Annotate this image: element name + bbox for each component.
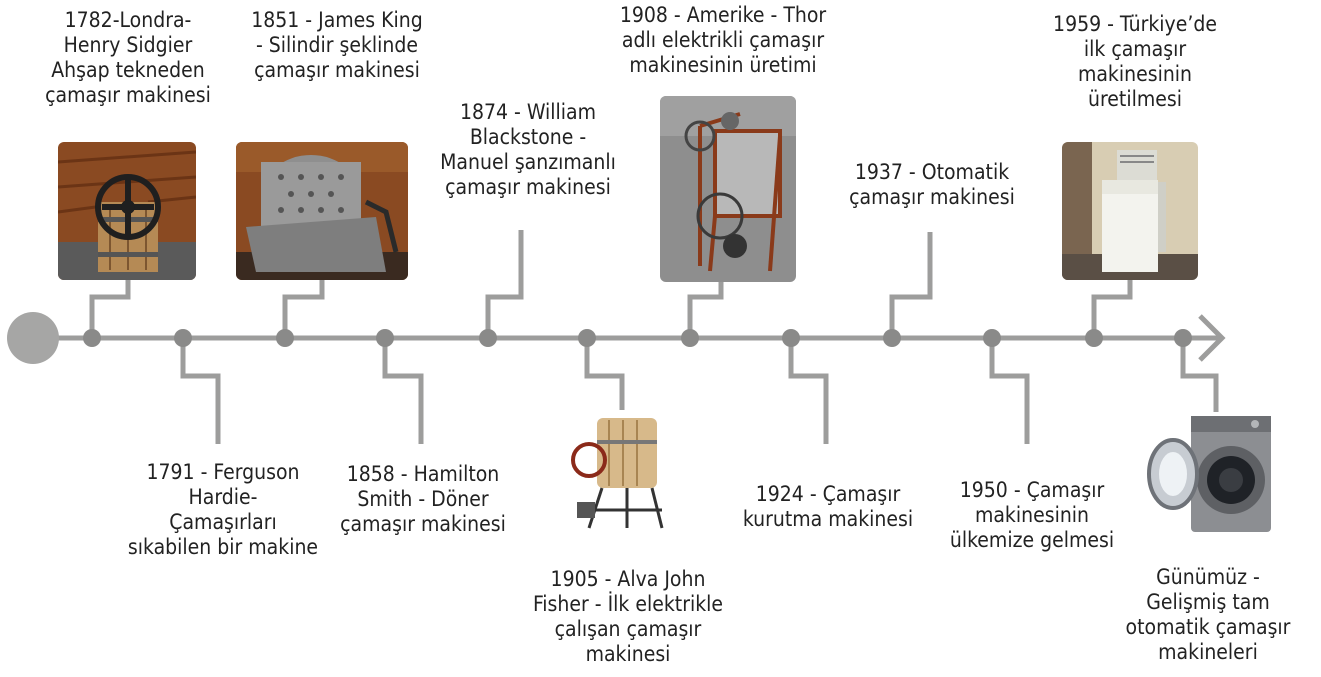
connector-1924	[788, 340, 829, 444]
thor-washer-icon	[660, 96, 796, 282]
modern-front-loader-icon	[1143, 412, 1273, 536]
label-1959: 1959 - Türkiye’de ilk çamaşır makinesini…	[1053, 12, 1217, 111]
node-1874	[479, 329, 497, 347]
connector-1937	[889, 232, 933, 336]
label-now: Günümüz - Gelişmiş tam otomatik çamaşır …	[1125, 565, 1291, 664]
top-loader-washer-icon	[1062, 142, 1198, 280]
timeline-arrowhead	[1198, 314, 1226, 362]
node-1905	[578, 329, 596, 347]
node-1908	[681, 329, 699, 347]
label-1908: 1908 - Amerike - Thor adlı elektrikli ça…	[619, 3, 827, 77]
connector-1959	[1091, 280, 1133, 336]
label-1937: 1937 - Otomatik çamaşır makinesi	[849, 160, 1015, 209]
label-1858: 1858 - Hamilton Smith - Döner çamaşır ma…	[340, 462, 506, 536]
node-1950	[983, 329, 1001, 347]
node-1858	[376, 329, 394, 347]
connector-1851	[282, 280, 325, 336]
connector-1908	[687, 280, 724, 336]
label-1851: 1851 - James King - Silindir şeklinde ça…	[251, 8, 423, 82]
node-1782	[83, 329, 101, 347]
label-1905: 1905 - Alva John Fisher - İlk elektrikle…	[532, 567, 724, 666]
connector-now	[1180, 340, 1219, 412]
metal-drum-washer-icon	[236, 142, 408, 280]
node-1924	[782, 329, 800, 347]
connector-1782	[89, 280, 131, 336]
timeline-start-circle	[7, 312, 59, 364]
node-now	[1174, 329, 1192, 347]
node-1791	[174, 329, 192, 347]
node-1959	[1085, 329, 1103, 347]
wooden-washtub-icon	[58, 142, 196, 280]
label-1924: 1924 - Çamaşır kurutma makinesi	[742, 482, 914, 531]
connector-1791	[180, 340, 221, 444]
label-1791: 1791 - Ferguson Hardie- Çamaşırları sıka…	[127, 460, 319, 559]
connector-1905	[584, 340, 625, 412]
label-1782: 1782-Londra- Henry Sidgier Ahşap teknede…	[45, 8, 211, 107]
connector-1874	[485, 230, 524, 336]
label-1950: 1950 - Çamaşır makinesinin ülkemize gelm…	[949, 478, 1115, 552]
node-1937	[883, 329, 901, 347]
node-1851	[276, 329, 294, 347]
connector-1858	[382, 340, 424, 444]
connector-1950	[989, 340, 1030, 444]
electric-drum-washer-icon	[567, 410, 671, 534]
label-1874: 1874 - William Blackstone - Manuel şanzı…	[440, 100, 616, 199]
